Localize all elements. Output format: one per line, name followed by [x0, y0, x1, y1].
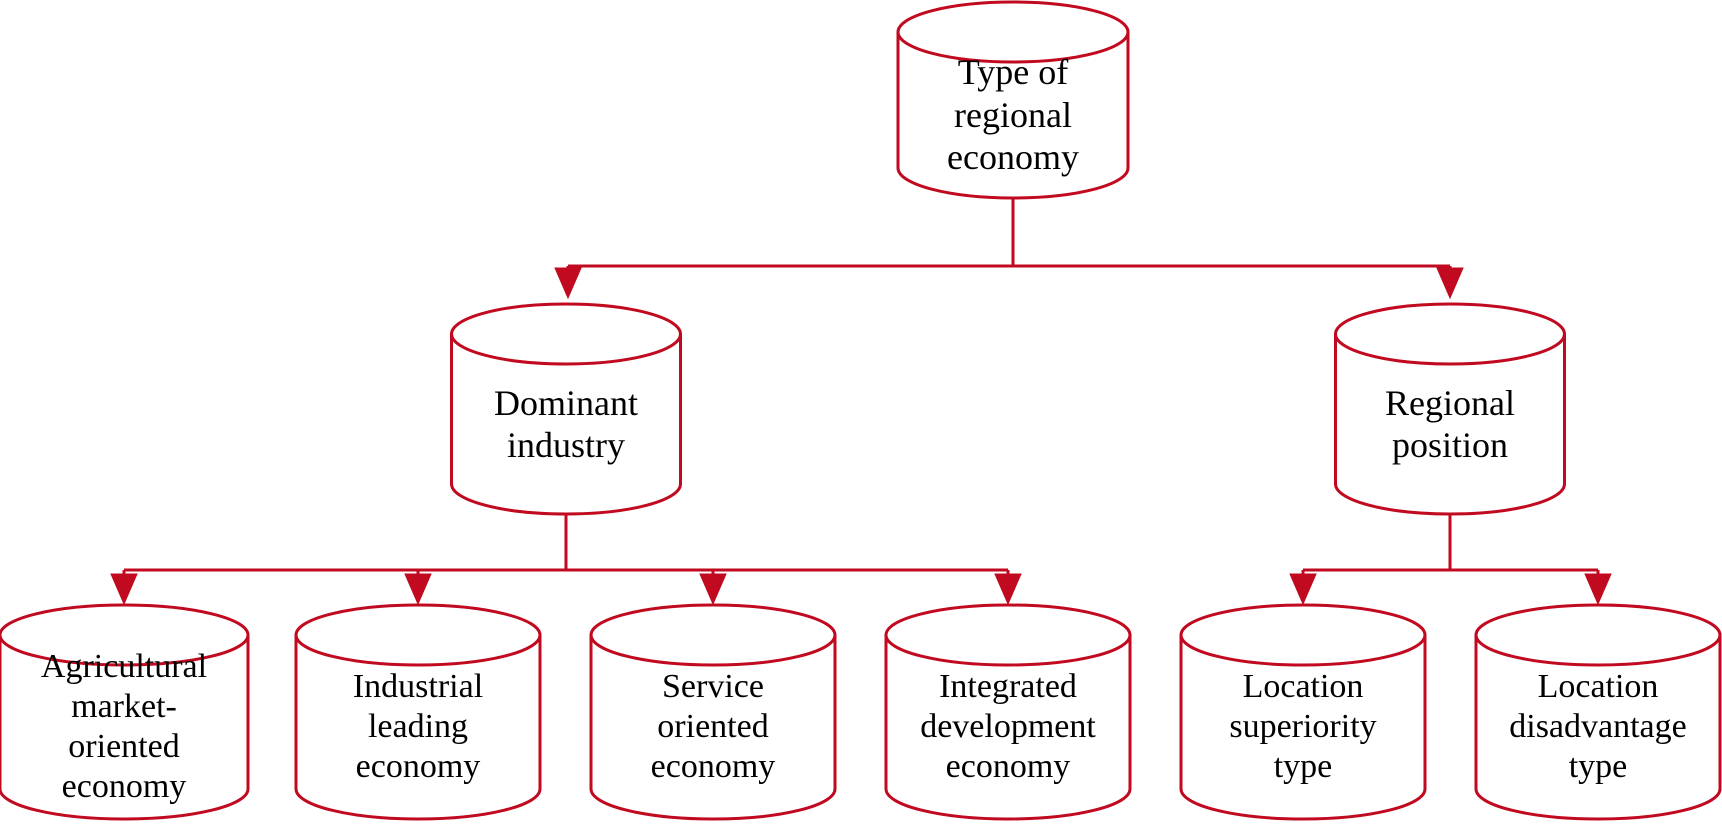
arrow-head-icon: [1584, 573, 1612, 606]
cylinder-node-integrated-development-economy: [884, 603, 1132, 821]
cylinder-top-ellipse: [1474, 603, 1722, 667]
cylinder-node-type-of-regional-economy: [896, 0, 1130, 200]
cylinder-node-service-oriented-economy: [589, 603, 837, 821]
cylinder-top-ellipse: [1334, 302, 1566, 366]
cylinder-top-ellipse: [294, 603, 542, 667]
cylinder-top-ellipse: [589, 603, 837, 667]
cylinder-body: [1334, 332, 1566, 516]
cylinder-top-ellipse: [1179, 603, 1427, 667]
cylinder-top-ellipse: [0, 603, 250, 667]
arrow-head-icon: [1289, 573, 1317, 606]
cylinder-body: [294, 633, 542, 821]
connector-layer: [110, 196, 1612, 606]
arrow-head-icon: [699, 573, 727, 606]
cylinder-node-industrial-leading-economy: [294, 603, 542, 821]
cylinder-body: [884, 633, 1132, 821]
cylinder-body: [589, 633, 837, 821]
cylinder-node-agricultural-market-oriented-economy: [0, 603, 250, 821]
cylinder-node-dominant-industry: [450, 302, 682, 516]
cylinder-top-ellipse: [884, 603, 1132, 667]
arrow-head-icon: [1436, 267, 1464, 300]
cylinder-body: [896, 30, 1130, 200]
cylinder-node-location-disadvantage-type: [1474, 603, 1722, 821]
cylinder-node-location-superiority-type: [1179, 603, 1427, 821]
cylinder-body: [450, 332, 682, 516]
arrow-head-icon: [554, 267, 582, 300]
cylinder-top-ellipse: [896, 0, 1130, 64]
arrow-head-icon: [994, 573, 1022, 606]
cylinder-body: [1179, 633, 1427, 821]
cylinder-body: [0, 633, 250, 821]
cylinder-top-ellipse: [450, 302, 682, 366]
arrow-head-icon: [110, 573, 138, 606]
arrow-head-icon: [404, 573, 432, 606]
cylinder-body: [1474, 633, 1722, 821]
cylinder-node-regional-position: [1334, 302, 1566, 516]
